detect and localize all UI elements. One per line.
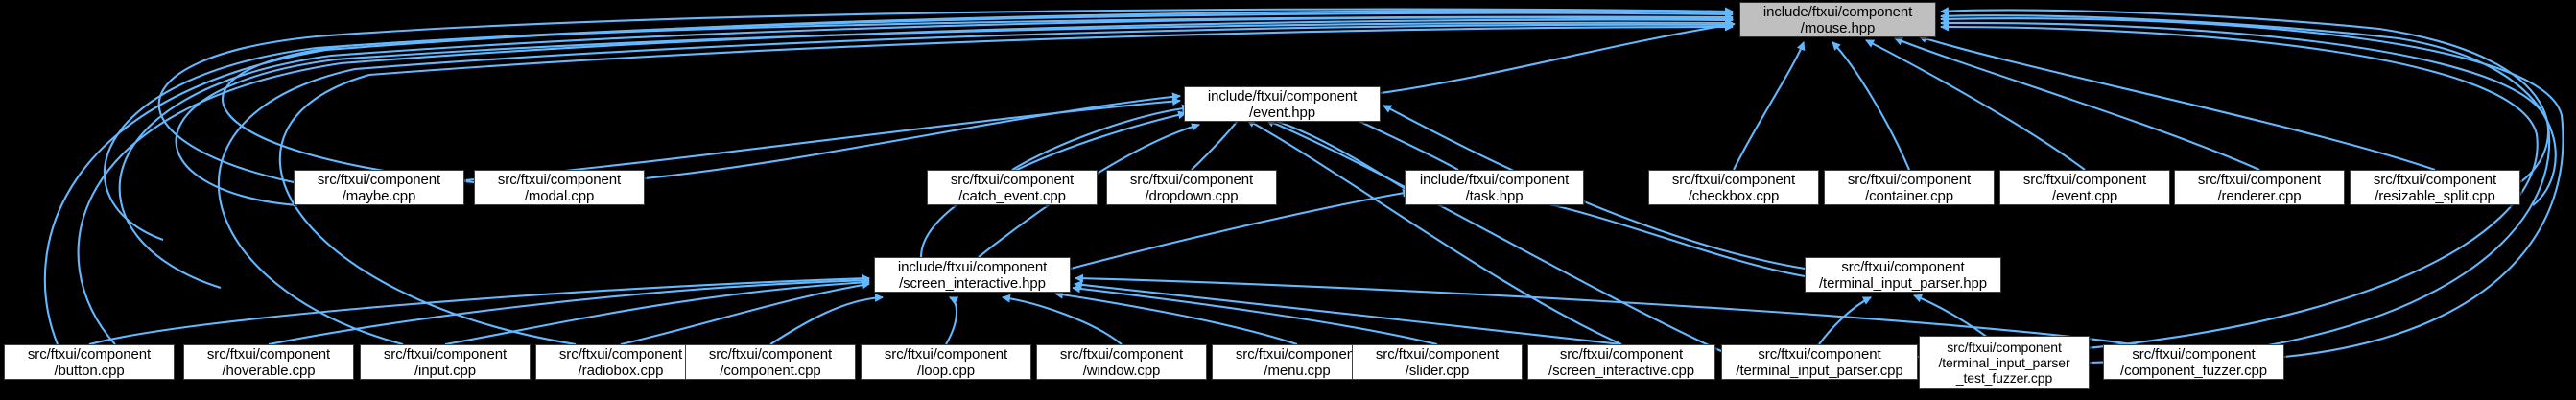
node-label-line: src/ftxui/component <box>1847 171 1972 188</box>
node-label-line: src/ftxui/component <box>1947 340 2062 355</box>
node-label-line: src/ftxui/component <box>1059 345 1184 363</box>
node-label-line: src/ftxui/component <box>950 171 1075 188</box>
node-label-line: include/ftxui/component <box>1762 3 1913 20</box>
node-label-line: /terminal_input_parser.cpp <box>1736 362 1903 379</box>
node-label-line: /screen_interactive.hpp <box>899 274 1046 292</box>
graph-node-input_cpp[interactable]: src/ftxui/component/input.cpp <box>360 344 531 380</box>
node-label-line: /screen_interactive.cpp <box>1548 362 1694 379</box>
node-label-line: src/ftxui/component <box>206 345 331 363</box>
node-label-line: src/ftxui/component <box>558 345 683 363</box>
graph-node-terminal_input_parser_hpp[interactable]: src/ftxui/component/terminal_input_parse… <box>1805 257 2001 293</box>
node-label-line: include/ftxui/component <box>1419 171 1570 188</box>
node-label-line: src/ftxui/component <box>1559 345 1684 363</box>
node-label-line: /component_fuzzer.cpp <box>2120 362 2267 379</box>
graph-node-button_cpp[interactable]: src/ftxui/component/button.cpp <box>4 344 175 380</box>
graph-node-window_cpp[interactable]: src/ftxui/component/window.cpp <box>1036 344 1207 380</box>
graph-node-checkbox_cpp[interactable]: src/ftxui/component/checkbox.cpp <box>1648 170 1819 205</box>
node-label-line: /modal.cpp <box>524 187 595 204</box>
node-label-line: src/ftxui/component <box>1129 171 1254 188</box>
node-label-line: src/ftxui/component <box>1841 258 1965 275</box>
node-label-line: src/ftxui/component <box>2373 171 2497 188</box>
node-label-line: /hoverable.cpp <box>222 362 316 379</box>
graph-node-terminal_input_parser_test_fuzzer_cpp[interactable]: src/ftxui/component/terminal_input_parse… <box>1919 336 2090 389</box>
graph-node-container_cpp[interactable]: src/ftxui/component/container.cpp <box>1824 170 1995 205</box>
node-label-line: src/ftxui/component <box>1671 171 1796 188</box>
node-label-line: /terminal_input_parser.hpp <box>1818 274 1987 292</box>
graph-node-task_hpp[interactable]: include/ftxui/component/task.hpp <box>1405 170 1584 205</box>
node-label-line: /checkbox.cpp <box>1688 187 1780 204</box>
node-label-line: /menu.cpp <box>1264 362 1331 379</box>
graph-node-loop_cpp[interactable]: src/ftxui/component/loop.cpp <box>861 344 1031 380</box>
node-label-line: /dropdown.cpp <box>1145 187 1239 204</box>
node-label-line: /catch_event.cpp <box>958 187 1066 204</box>
node-label-line: /maybe.cpp <box>342 187 416 204</box>
graph-node-event_hpp[interactable]: include/ftxui/component/event.hpp <box>1184 86 1381 122</box>
node-label-line: /slider.cpp <box>1405 362 1470 379</box>
node-label-line: src/ftxui/component <box>27 345 152 363</box>
node-label-line: src/ftxui/component <box>497 171 622 188</box>
graph-node-component_fuzzer_cpp[interactable]: src/ftxui/component/component_fuzzer.cpp <box>2103 344 2284 380</box>
node-label-line: /renderer.cpp <box>2217 187 2302 204</box>
node-label-line: src/ftxui/component <box>2132 345 2256 363</box>
graph-node-mouse_hpp[interactable]: include/ftxui/component/mouse.hpp <box>1739 2 1936 37</box>
node-label-line: /container.cpp <box>1865 187 1953 204</box>
graph-node-modal_cpp[interactable]: src/ftxui/component/modal.cpp <box>474 170 645 205</box>
node-label-line: /input.cpp <box>414 362 477 379</box>
graph-node-slider_cpp[interactable]: src/ftxui/component/slider.cpp <box>1352 344 1523 380</box>
graph-node-terminal_input_parser_cpp[interactable]: src/ftxui/component/terminal_input_parse… <box>1721 344 1918 380</box>
node-label-line: /mouse.hpp <box>1800 19 1876 36</box>
node-label-line: /task.hpp <box>1465 187 1524 204</box>
graph-node-resizable_split_cpp[interactable]: src/ftxui/component/resizable_split.cpp <box>2350 170 2520 205</box>
graph-node-radiobox_cpp[interactable]: src/ftxui/component/radiobox.cpp <box>535 344 706 380</box>
node-label-line: /event.hpp <box>1248 104 1316 121</box>
node-label-line: src/ftxui/component <box>1758 345 1881 363</box>
node-label-line: src/ftxui/component <box>383 345 508 363</box>
node-label-line: src/ftxui/component <box>708 345 833 363</box>
node-label-line: /event.cpp <box>2051 187 2118 204</box>
node-label-line: include/ftxui/component <box>897 258 1048 275</box>
node-label-line: /radiobox.cpp <box>578 362 664 379</box>
graph-node-dropdown_cpp[interactable]: src/ftxui/component/dropdown.cpp <box>1106 170 1277 205</box>
node-label-line: /button.cpp <box>54 362 125 379</box>
node-label-line: _test_fuzzer.cpp <box>1955 370 2053 386</box>
node-label-line: include/ftxui/component <box>1207 87 1358 105</box>
node-label-line: src/ftxui/component <box>2022 171 2147 188</box>
node-label-line: /window.cpp <box>1082 362 1161 379</box>
graph-node-screen_interactive_hpp[interactable]: include/ftxui/component/screen_interacti… <box>874 257 1071 293</box>
node-label-line: src/ftxui/component <box>1375 345 1500 363</box>
graph-node-hoverable_cpp[interactable]: src/ftxui/component/hoverable.cpp <box>183 344 354 380</box>
graph-node-catch_event_cpp[interactable]: src/ftxui/component/catch_event.cpp <box>927 170 1098 205</box>
graph-node-renderer_cpp[interactable]: src/ftxui/component/renderer.cpp <box>2174 170 2345 205</box>
node-label-line: src/ftxui/component <box>317 171 441 188</box>
graph-node-component_cpp[interactable]: src/ftxui/component/component.cpp <box>685 344 856 380</box>
node-label-line: src/ftxui/component <box>2197 171 2322 188</box>
node-label-line: /resizable_split.cpp <box>2375 187 2495 204</box>
graph-node-event_cpp[interactable]: src/ftxui/component/event.cpp <box>1999 170 2170 205</box>
node-label-line: src/ftxui/component <box>1235 345 1359 363</box>
graph-node-maybe_cpp[interactable]: src/ftxui/component/maybe.cpp <box>294 170 464 205</box>
graph-node-screen_interactive_cpp[interactable]: src/ftxui/component/screen_interactive.c… <box>1527 344 1715 380</box>
node-label-line: /loop.cpp <box>917 362 975 379</box>
node-label-line: src/ftxui/component <box>884 345 1008 363</box>
node-label-line: /component.cpp <box>720 362 821 379</box>
node-label-line: /terminal_input_parser <box>1938 355 2070 370</box>
